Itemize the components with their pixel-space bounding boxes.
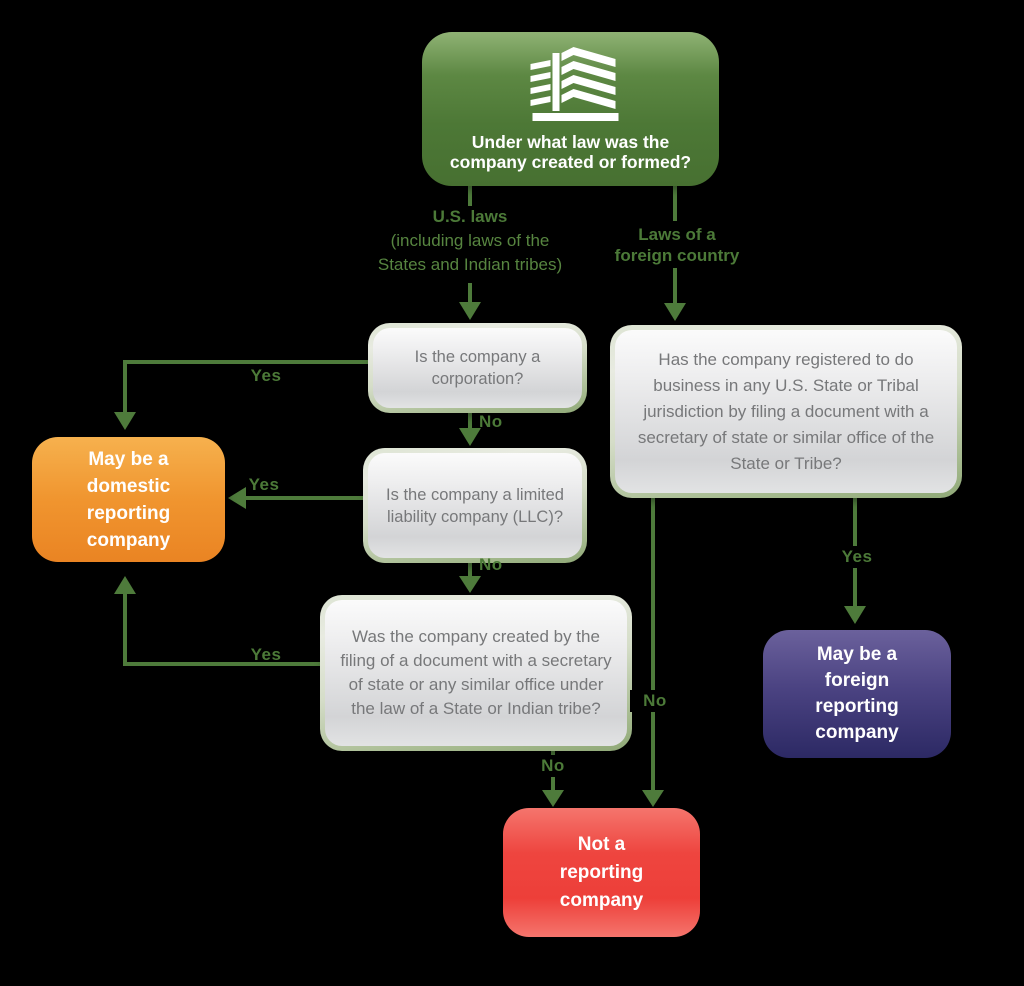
label-yes-foreign: Yes: [830, 546, 884, 568]
outcome-not-reporting-box: Not a reporting company: [503, 808, 700, 937]
arrowhead-foreign-to-question: [664, 303, 686, 321]
branch-us-title: U.S. laws: [432, 207, 508, 226]
arrowhead-corporation-yes: [114, 412, 136, 430]
arrowhead-llc-no: [459, 576, 481, 593]
label-yes-llc: Yes: [248, 475, 280, 494]
question-llc-box: Is the company a limited liability compa…: [363, 448, 587, 563]
question-corporation-text: Is the company a corporation?: [373, 328, 582, 408]
branch-us-subtitle: (including laws of the States and Indian…: [377, 231, 563, 274]
branch-label-us-laws: U.S. laws (including laws of the States …: [350, 205, 590, 277]
arrowhead-filing-no: [542, 790, 564, 807]
arrowhead-us-to-corporation: [459, 302, 481, 320]
branch-foreign-title: Laws of a foreign country: [614, 225, 740, 265]
arrowhead-filing-yes: [114, 576, 136, 594]
arrowhead-corporation-no: [459, 428, 481, 446]
label-yes-filing: Yes: [250, 645, 282, 664]
question-foreign-registration-box: Has the company registered to do busines…: [610, 325, 962, 498]
label-yes-corporation: Yes: [250, 366, 282, 385]
label-no-foreign: No: [630, 690, 680, 712]
outcome-not-reporting-text: Not a reporting company: [559, 833, 644, 911]
question-foreign-registration-text: Has the company registered to do busines…: [615, 330, 957, 493]
question-corporation-box: Is the company a corporation?: [368, 323, 587, 413]
question-filing-text: Was the company created by the filing of…: [325, 600, 627, 746]
arrowhead-foreign-no: [642, 790, 664, 807]
branch-label-foreign-laws: Laws of a foreign country: [592, 224, 762, 266]
question-llc-text: Is the company a limited liability compa…: [368, 453, 582, 558]
outcome-foreign-text: May be a foreign reporting company: [815, 644, 899, 743]
label-no-filing: No: [528, 755, 578, 777]
outcome-domestic-text: May be a domestic reporting company: [86, 448, 171, 551]
label-no-corporation: No: [479, 412, 503, 431]
arrowhead-foreign-yes: [844, 606, 866, 624]
outcome-foreign-box: May be a foreign reporting company: [763, 630, 951, 758]
question-filing-box: Was the company created by the filing of…: [320, 595, 632, 751]
label-no-llc: No: [479, 555, 503, 574]
building-icon: [530, 47, 618, 121]
outcome-domestic-box: May be a domestic reporting company: [32, 437, 225, 562]
root-question-text: Under what law was the company created o…: [449, 132, 692, 172]
root-question-box: Under what law was the company created o…: [422, 32, 719, 186]
